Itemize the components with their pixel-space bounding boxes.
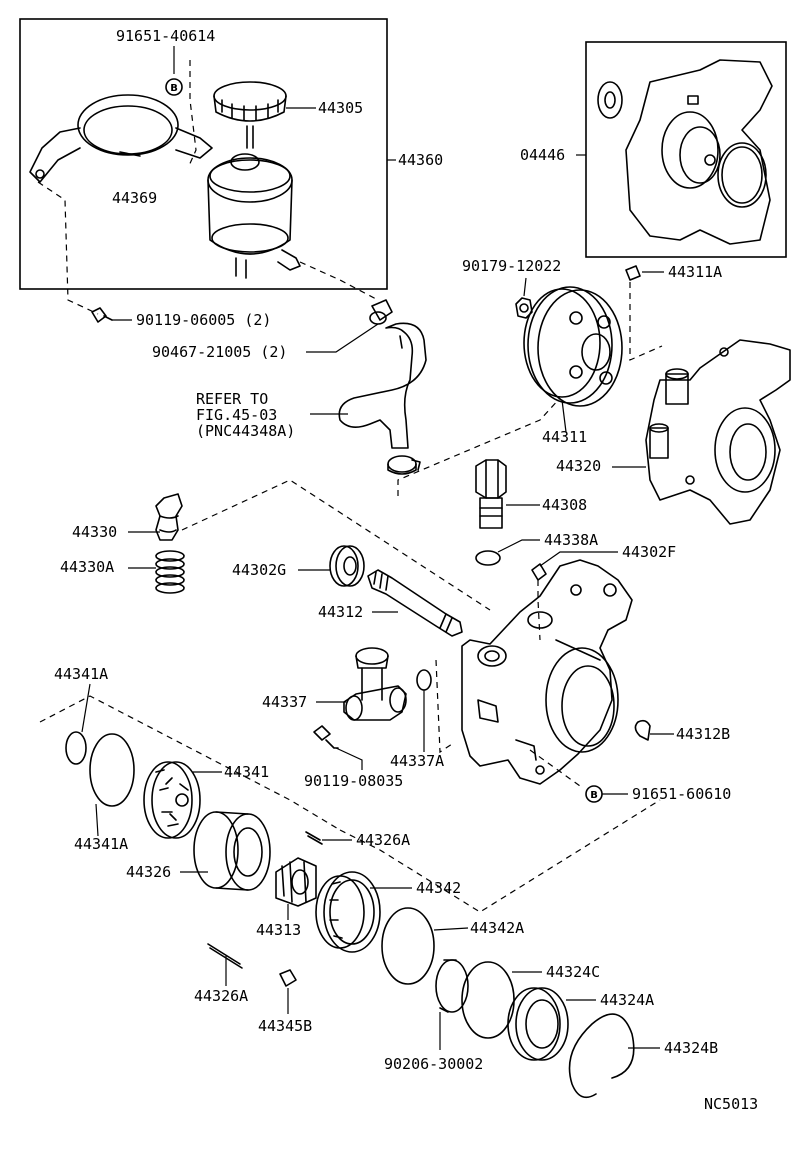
reservoir-cap-44305: [213, 81, 316, 171]
diagram-code: NC5013: [704, 1095, 758, 1113]
label-44330A: 44330A: [60, 558, 114, 576]
cartridge-group-outline: [39, 695, 661, 913]
bolt-91651-60610: B: [529, 749, 628, 803]
o-ring-44341A-small: [65, 683, 91, 765]
label-44324C: 44324C: [546, 963, 600, 981]
label-44312: 44312: [318, 603, 363, 621]
label-44308: 44308: [542, 496, 587, 514]
label-44311: 44311: [542, 428, 587, 446]
vane-44326A-bottom: [207, 943, 243, 986]
spring-44330A: [128, 550, 185, 594]
label-90119-08035: 90119-08035: [304, 772, 403, 790]
label-refer-line3: (PNC44348A): [196, 422, 295, 440]
label-44324A: 44324A: [600, 991, 654, 1009]
label-90179-12022: 90179-12022: [462, 257, 561, 275]
bolt-44302F: [531, 551, 618, 641]
key-44311A: [625, 265, 664, 361]
label-44338A: 44338A: [544, 531, 598, 549]
label-refer-line2: FIG.45-03: [196, 406, 277, 424]
rotor-44313: [275, 857, 317, 920]
label-44342: 44342: [416, 879, 461, 897]
pump-housing: [461, 559, 633, 785]
label-44324B: 44324B: [664, 1039, 718, 1057]
label-44341: 44341: [224, 763, 269, 781]
label-44326A-top: 44326A: [356, 831, 410, 849]
block-44345B: [279, 969, 297, 1014]
label-90119-06005: 90119-06005 (2): [136, 311, 271, 329]
b-mark-icon: B: [170, 83, 178, 94]
label-91651-40614: 91651-40614: [116, 27, 215, 45]
side-plate-44341: [143, 761, 222, 839]
bolt-91651-40614: B: [165, 46, 197, 169]
label-44341A-top: 44341A: [54, 665, 108, 683]
label-44342A: 44342A: [470, 919, 524, 937]
clamp-90467-21005: [306, 299, 393, 353]
hose-reference: [310, 322, 427, 449]
bearing-44302G: [298, 545, 365, 587]
label-refer-line1: REFER TO: [196, 390, 268, 408]
snap-ring-44312B: [634, 719, 674, 741]
pump-cover-44320: [612, 339, 791, 525]
label-44313: 44313: [256, 921, 301, 939]
label-44320: 44320: [556, 457, 601, 475]
label-90467-21005: 90467-21005 (2): [152, 343, 287, 361]
nut-90179-12022: [515, 277, 533, 319]
cam-ring-44326: [180, 811, 271, 891]
valve-spool-44330: [128, 479, 491, 611]
snap-ring-90206-30002: [435, 959, 469, 1050]
label-44302G: 44302G: [232, 561, 286, 579]
pressure-plate-44342: [315, 871, 412, 953]
o-ring-44341A-large: [89, 733, 135, 837]
label-44360: 44360: [398, 151, 443, 169]
b-mark-icon: B: [590, 790, 598, 801]
pin-44326A-top: [305, 831, 352, 845]
bolt-90119-08035: [313, 725, 363, 770]
snap-ring-44324B: [568, 1013, 660, 1099]
label-91651-60610: 91651-60610: [632, 785, 731, 803]
o-ring-44324C: [461, 961, 542, 1039]
hose-end-cap: [387, 455, 421, 475]
label-44312B: 44312B: [676, 725, 730, 743]
label-44337A: 44337A: [390, 752, 444, 770]
shaft-44312: [367, 569, 463, 637]
label-44326: 44326: [126, 863, 171, 881]
label-90206-30002: 90206-30002: [384, 1055, 483, 1073]
reservoir-group-box: [19, 18, 396, 290]
label-44326A-bottom: 44326A: [194, 987, 248, 1005]
label-04446: 04446: [520, 146, 565, 164]
seal-kit-box-04446: [576, 41, 787, 258]
bolt-90119-06005: [91, 307, 132, 323]
reservoir-tank-44360: [207, 157, 379, 301]
label-44305: 44305: [318, 99, 363, 117]
reservoir-bracket-44369: [29, 94, 213, 315]
label-44341A-bottom: 44341A: [74, 835, 128, 853]
o-ring-44338A: [475, 539, 540, 566]
label-44330: 44330: [72, 523, 117, 541]
o-ring-44342A: [381, 907, 469, 985]
pulley-44311: [397, 286, 623, 496]
end-cover-44324A: [507, 987, 596, 1061]
part-labels: 91651-40614 44305 44360 44369 04446 9017…: [54, 27, 758, 1113]
label-44369: 44369: [112, 189, 157, 207]
label-44345B: 44345B: [258, 1017, 312, 1035]
label-44302F: 44302F: [622, 543, 676, 561]
label-44311A: 44311A: [668, 263, 722, 281]
o-ring-44337A: [416, 659, 453, 754]
flow-control-valve-44308: [475, 459, 540, 529]
label-44337: 44337: [262, 693, 307, 711]
connector-44337: [316, 647, 407, 721]
